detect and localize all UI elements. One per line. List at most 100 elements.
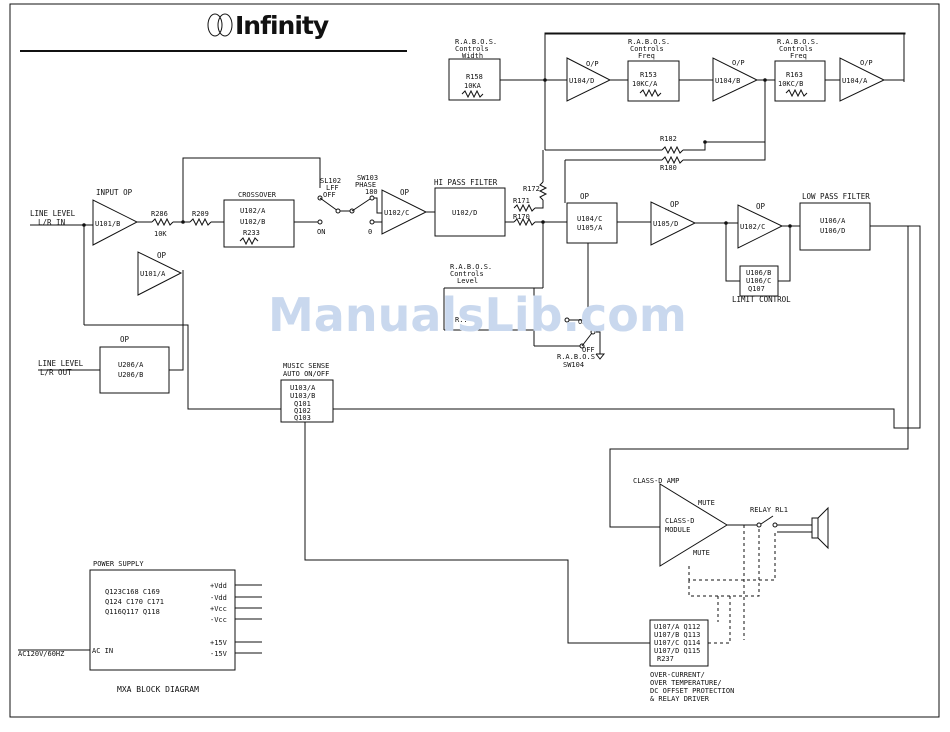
rabos-freq2-title-2: Controls <box>779 45 813 53</box>
crossover-block <box>223 199 295 248</box>
r286-ref: R286 <box>151 210 168 218</box>
rail-label: -Vcc <box>210 616 227 624</box>
resistor-r172 <box>538 181 548 201</box>
resistor-r180 <box>661 155 684 165</box>
crossover-line-3: R233 <box>243 229 260 237</box>
music-sense-line-5: Q103 <box>294 414 311 422</box>
output-op-block <box>99 346 170 394</box>
input-op-title: INPUT OP <box>96 188 133 197</box>
music-sense-title-2: AUTO ON/OFF <box>283 370 329 378</box>
power-line-1: Q123C168 C169 <box>105 588 160 596</box>
rabos-freq2-value: 10KC/B <box>778 80 803 88</box>
diagram-footer: MXA BLOCK DIAGRAM <box>117 685 199 694</box>
rabos-width-ref: R158 <box>466 73 483 81</box>
music-sense-title-1: MUSIC SENSE <box>283 362 329 370</box>
sw104-title-1: R.A.B.O.S <box>557 353 595 361</box>
protection-caption-4: & RELAY DRIVER <box>650 695 710 703</box>
sw104-off: OFF <box>582 346 595 354</box>
op-u101a-title: OP <box>157 251 167 260</box>
low-pass-filter-block <box>799 202 871 251</box>
limit-line-1: U106/B <box>746 269 771 277</box>
power-line-2: Q124 C170 C171 <box>105 598 164 606</box>
op-u104a-title: O/P <box>860 59 873 67</box>
op-u102c-b-title: OP <box>756 202 766 211</box>
op-u101a-ref: U101/A <box>140 270 166 278</box>
sl102-title-2: LFF <box>326 184 339 192</box>
rabos-width-value: 10KA <box>464 82 482 90</box>
op-u102c-a-ref: U102/C <box>384 209 409 217</box>
rabos-freq1-value: 10KC/A <box>632 80 658 88</box>
sl102-switch-arm <box>319 197 339 212</box>
limit-line-3: Q107 <box>748 285 765 293</box>
low-pass-line-2: U106/D <box>820 227 845 235</box>
r172-ref: R172 <box>523 185 540 193</box>
op-u104c-u105a-block <box>566 202 618 244</box>
protection-line-3: U107/C Q114 <box>654 639 700 647</box>
output-op-line-1: U206/A <box>118 361 144 369</box>
op-u104-line-1: U104/C <box>577 215 602 223</box>
class-d-line-2: MODULE <box>665 526 690 534</box>
op-u102c-b-ref: U102/C <box>740 223 765 231</box>
crossover-line-2: U102/B <box>240 218 265 226</box>
class-d-line-1: CLASS-D <box>665 517 695 525</box>
low-pass-line-1: U106/A <box>820 217 846 225</box>
music-sense-line-4: Q102 <box>294 407 311 415</box>
protection-caption-2: OVER TEMPERATURE/ <box>650 679 722 687</box>
input-op-ref: U101/B <box>95 220 120 228</box>
op-u102c-a-amplifier <box>381 189 428 235</box>
sw104-title-2: SW104 <box>563 361 584 369</box>
rabos-freq2-ref: R163 <box>786 71 803 79</box>
low-pass-title: LOW PASS FILTER <box>802 192 870 201</box>
sw103-title-1: SW103 <box>357 174 378 182</box>
brand-logo: Infinity <box>207 11 330 40</box>
brand-name: Infinity <box>235 11 329 40</box>
op-u102c-b-amplifier <box>737 204 784 249</box>
limit-control-block <box>739 265 779 297</box>
sl102-title-3: OFF <box>323 191 336 199</box>
protection-line-1: U107/A Q112 <box>654 623 700 631</box>
op-u102c-a-title: OP <box>400 188 410 197</box>
hi-pass-ref: U102/D <box>452 209 477 217</box>
rabos-freq1-ref: R153 <box>640 71 657 79</box>
rabos-level-ref: R.. <box>455 316 468 324</box>
rabos-level-title-3: Level <box>457 277 478 285</box>
sl102-on: ON <box>317 228 325 236</box>
op-u105d-amplifier <box>650 201 697 246</box>
crossover-title: CROSSOVER <box>238 191 277 199</box>
rabos-freq1-title-3: Freq <box>638 52 655 60</box>
op-u105d-ref: U105/D <box>653 220 678 228</box>
rabos-freq1-control <box>627 60 680 102</box>
protection-caption-3: DC OFFSET PROTECTION <box>650 687 734 695</box>
class-d-mute-bottom: MUTE <box>693 549 710 557</box>
music-sense-block <box>280 379 334 423</box>
r209-ref: R209 <box>192 210 209 218</box>
sw104-on: ON <box>578 318 586 326</box>
op-u101a-amplifier <box>137 251 183 296</box>
rail-label: -Vdd <box>210 594 227 602</box>
page-frame <box>9 3 940 718</box>
rabos-width-title-3: Width <box>462 52 483 60</box>
protection-line-2: U107/B Q113 <box>654 631 700 639</box>
op-u104d-title: O/P <box>586 60 599 68</box>
power-title: POWER SUPPLY <box>93 560 144 568</box>
op-u104-line-2: U105/A <box>577 224 603 232</box>
speaker-icon <box>811 506 829 550</box>
rail-label: +Vdd <box>210 582 227 590</box>
op-u104d-amplifier <box>566 57 612 102</box>
line-in-label-2: L/R IN <box>38 218 65 227</box>
line-in-label-1: LINE LEVEL <box>30 209 76 218</box>
r182-ref: R182 <box>660 135 677 143</box>
resistor-r170 <box>513 217 536 227</box>
hi-pass-title: HI PASS FILTER <box>434 178 498 187</box>
rabos-freq2-title-1: R.A.B.O.S. <box>777 38 819 46</box>
rabos-level-title-2: Controls <box>450 270 484 278</box>
power-rails: +Vdd -Vdd +Vcc -Vcc +15V -15V <box>210 582 262 658</box>
relay-title: RELAY RL1 <box>750 506 788 514</box>
class-d-mute-top: MUTE <box>698 499 715 507</box>
limit-title: LIMIT CONTROL <box>732 295 791 304</box>
hi-pass-filter-block <box>434 187 506 237</box>
line-out-label-2: L/R OUT <box>40 368 72 377</box>
protection-caption-1: OVER-CURRENT/ <box>650 671 705 679</box>
sw103-switch-arm <box>351 198 371 212</box>
rabos-freq2-title-3: Freq <box>790 52 807 60</box>
